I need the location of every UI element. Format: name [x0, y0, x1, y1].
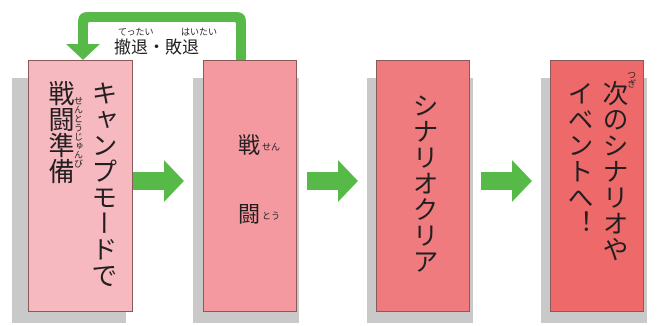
box1-text-line1: キャンプモードで — [87, 80, 117, 288]
step-box-scenario-clear — [376, 60, 470, 312]
loop-label-ruby-left: てったい — [118, 28, 154, 38]
box1-text-line2: 戦闘準備 — [44, 80, 74, 184]
right-arrow — [307, 160, 358, 202]
box2-char2: 闘 — [238, 203, 261, 228]
box2-ruby1: せん — [262, 143, 281, 153]
right-arrow — [481, 160, 532, 202]
loop-label: 撤退・敗退 — [114, 38, 199, 58]
box2-char1: 戦 — [238, 134, 261, 159]
box4-ruby: つぎ — [625, 70, 635, 88]
loop-label-ruby-right: はいたい — [181, 28, 218, 38]
box4-text-line1: 次のシナリオや — [598, 80, 628, 262]
box2-ruby2: とう — [262, 212, 281, 222]
box3-text: シナリオクリア — [408, 92, 438, 274]
loop-back-arrow — [66, 12, 246, 60]
box4-text-line2: イベントへ！ — [563, 80, 593, 236]
step-box-next-scenario — [550, 60, 644, 312]
box1-ruby: せんとうじゅんび — [72, 96, 82, 168]
right-arrow — [133, 160, 184, 202]
step-box-camp-prep — [28, 60, 133, 312]
step-box-battle — [203, 60, 297, 312]
